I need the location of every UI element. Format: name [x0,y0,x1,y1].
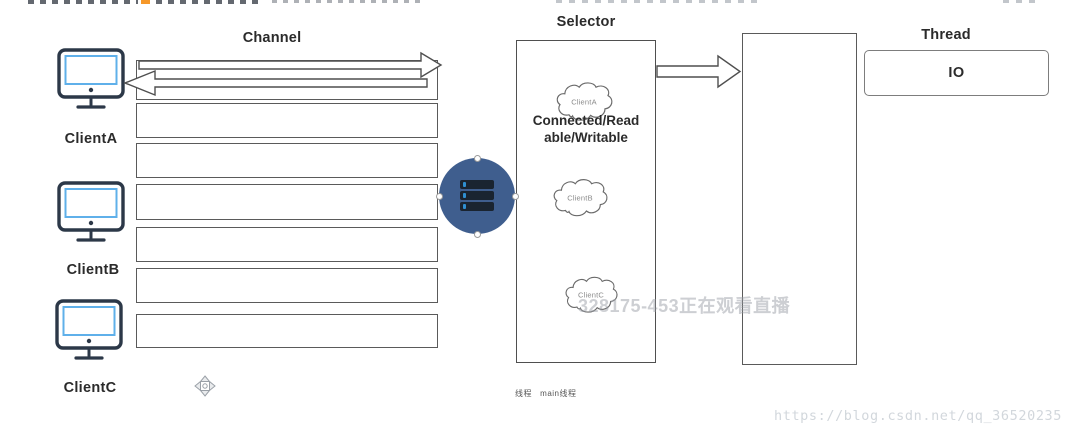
cloud-client-c-label: ClientC [578,290,604,300]
cropped-text-remnant [556,0,761,3]
cloud-client-a[interactable]: ClientA [554,79,614,129]
client-c-label: ClientC [63,380,117,396]
cropped-text-remnant [1003,0,1041,3]
channel-box[interactable] [136,103,438,138]
client-b-monitor-icon[interactable] [57,181,125,247]
channel-box[interactable] [136,143,438,178]
cloud-client-a-label: ClientA [571,97,597,107]
channel-box[interactable] [136,227,438,262]
arrow-selector-to-thread [656,54,742,89]
selection-handle-left[interactable] [435,192,443,200]
selector-status-line2: able/Writable [544,130,628,145]
cropped-text-remnant [272,0,422,3]
selector-status-line1: Connected/Read [532,113,640,128]
selection-handle-bottom[interactable] [473,230,481,238]
client-c-monitor-icon[interactable] [55,299,123,365]
channel-box[interactable] [136,60,438,100]
cropped-text-remnant [156,0,264,4]
cropped-text-remnant-orange [141,0,150,4]
selection-handle-top[interactable] [473,154,481,162]
selector-title: Selector [556,14,616,30]
client-b-label: ClientB [66,262,120,278]
selector-box[interactable] [516,40,656,363]
cropped-text-remnant [28,0,138,4]
server-stack-icon [460,180,494,211]
client-a-label: ClientA [64,131,118,147]
thread-worker-box[interactable] [742,33,857,365]
io-label: IO [948,65,965,81]
channel-box[interactable] [136,184,438,220]
cloud-client-c[interactable]: ClientC [563,274,619,320]
client-a-monitor-icon[interactable] [57,48,125,114]
selection-handle-right[interactable] [511,192,519,200]
thread-footnote: 线程 main线程 [515,389,577,398]
move-cursor-icon [194,375,216,397]
cloud-client-b-label: ClientB [567,193,593,203]
channel-box[interactable] [136,314,438,348]
cloud-client-b[interactable]: ClientB [551,176,609,224]
server-selector-node[interactable] [439,158,515,234]
selector-status-text: Connected/Read able/Writable [516,112,656,146]
channel-box[interactable] [136,268,438,303]
io-box[interactable]: IO [864,50,1049,96]
csdn-blog-watermark: https://blog.csdn.net/qq_36520235 [773,408,1062,424]
channel-title: Channel [242,30,302,46]
thread-title: Thread [921,27,971,43]
